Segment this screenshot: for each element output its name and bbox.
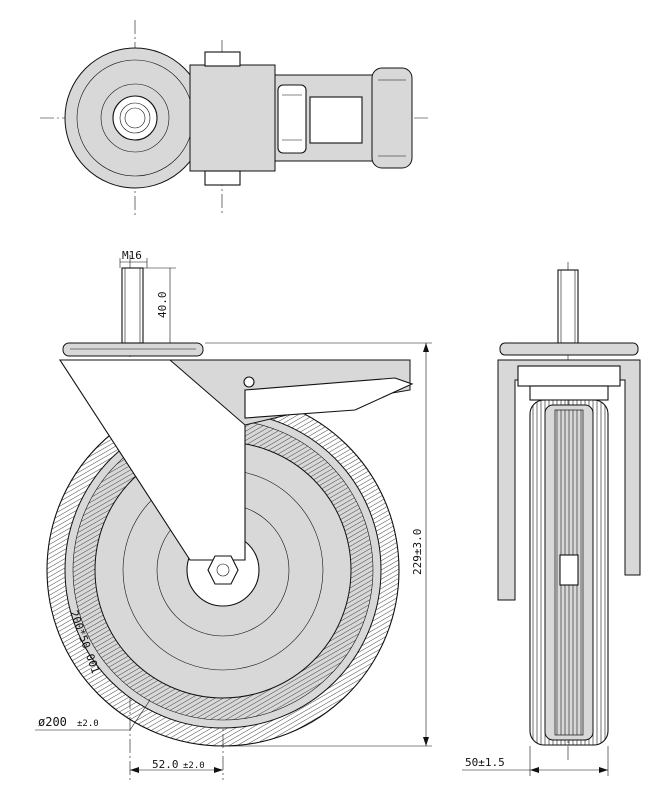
axle-nut	[207, 555, 239, 585]
threaded-stem	[121, 267, 144, 344]
brake-pedal	[371, 67, 413, 169]
top-fork-body	[189, 64, 276, 172]
top-nut	[204, 51, 241, 67]
bottom-nut	[204, 170, 241, 186]
diameter-tolerance: ±2.0	[77, 719, 99, 729]
stem-length-label: 40.0	[156, 292, 169, 319]
front-view: 200*50-001 M16 40.0 229±3.0	[35, 249, 432, 780]
side-fork	[497, 359, 641, 601]
top-plate	[62, 342, 204, 357]
brake-lever	[244, 377, 414, 419]
side-view: 50±1.5	[462, 262, 641, 776]
offset-tolerance: ±2.0	[183, 761, 205, 771]
top-view	[40, 20, 430, 215]
offset-label: 52.0	[152, 758, 179, 771]
width-label: 50±1.5	[465, 756, 505, 769]
stem-thread-label: M16	[122, 249, 142, 262]
diameter-label: ø200	[38, 715, 67, 729]
height-label: 229±3.0	[411, 529, 424, 575]
